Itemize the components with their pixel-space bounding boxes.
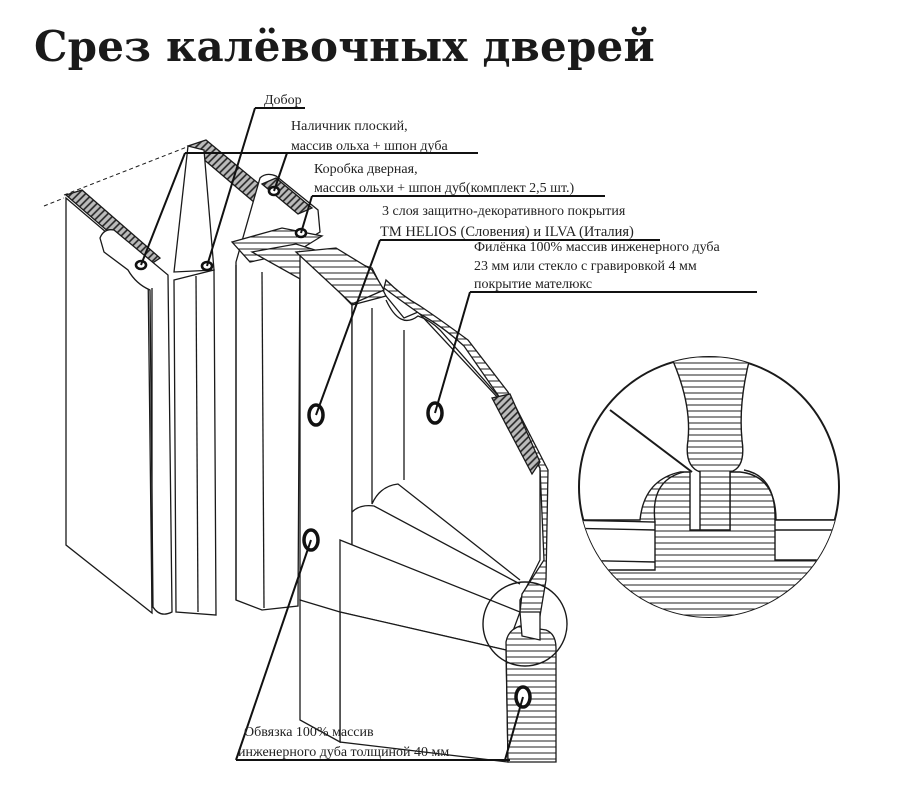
detail-marker-circle [482,581,568,667]
label-korobka-line1: Коробка дверная, [314,162,418,177]
label-nalichnik-line1: Наличник плоский, [291,119,408,134]
magnified-detail [578,356,840,618]
leader-lines [140,107,757,761]
label-nalichnik-line2: массив ольха + шпон дуба [291,139,448,154]
label-dobor: Добор [264,93,302,108]
label-filenka-line3: покрытие мателюкс [474,277,592,292]
labels: Добор Наличник плоский, массив ольха + ш… [238,93,721,760]
label-filenka-line1: Филёнка 100% массив инженерного дуба [474,240,721,255]
page-title: Срез калёвочных дверей [34,22,655,71]
label-obvyazka-line1: Обвязка 100% массив [244,725,374,740]
callout-markers [134,185,532,709]
label-korobka-line2: массив ольхи + шпон дуб(комплект 2,5 шт.… [314,181,575,196]
label-coating-line1: 3 слоя защитно-декоративного покрытия [382,204,626,219]
label-coating-line2: TM HELIOS (Словения) и ILVA (Италия) [380,224,634,240]
label-obvyazka-line2: инженерного дуба толщиной 40 мм [238,745,449,760]
door-leaf [294,247,557,763]
label-filenka-line2: 23 мм или стекло с гравировкой 4 мм [474,259,697,274]
